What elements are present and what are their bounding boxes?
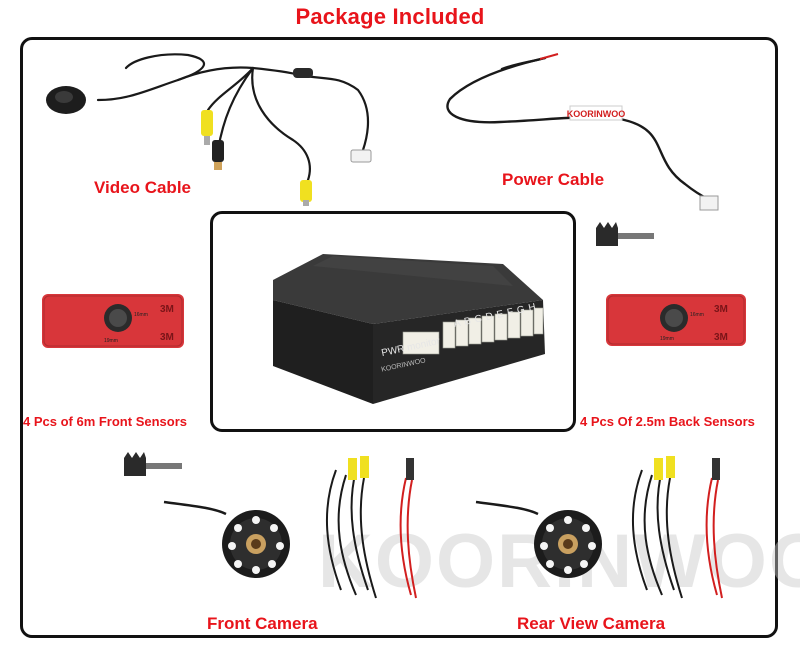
front-camera-label: Front Camera — [207, 614, 318, 633]
rear-camera-image — [475, 500, 602, 578]
video-cable-label: Video Cable — [94, 178, 191, 197]
rear-camera-label: Rear View Camera — [517, 614, 666, 633]
svg-text:16mm: 16mm — [690, 312, 704, 318]
svg-text:3M: 3M — [160, 304, 174, 315]
video-cable-image — [46, 53, 372, 206]
front-sensor-image: 3M 3M 16mm 19mm — [42, 294, 184, 348]
front-camera-cable-image — [325, 456, 417, 599]
power-cable-label: Power Cable — [502, 170, 605, 189]
svg-text:16mm: 16mm — [134, 312, 148, 318]
power-cable-image: KOORINWOO — [446, 53, 719, 211]
control-box-panel: PWR monitor ABCDEFGH KOORINWOO — [210, 211, 576, 432]
svg-text:3M: 3M — [714, 304, 728, 315]
front-camera-image — [163, 500, 290, 578]
page-title: Package Included — [295, 4, 485, 29]
svg-text:19mm: 19mm — [104, 338, 118, 344]
back-sensor-image: 3M 3M 16mm 19mm — [606, 294, 746, 346]
drill-bit-icon — [596, 222, 654, 246]
control-box-image — [273, 254, 545, 404]
back-sensors-label: 4 Pcs Of 2.5m Back Sensors — [580, 414, 755, 429]
svg-text:3M: 3M — [714, 332, 728, 343]
drill-bit-icon — [124, 452, 182, 476]
svg-text:3M: 3M — [160, 332, 174, 343]
rear-camera-cable-image — [631, 456, 723, 599]
front-sensors-label: 4 Pcs of 6m Front Sensors — [23, 414, 187, 429]
package-frame — [20, 37, 778, 638]
svg-text:19mm: 19mm — [660, 336, 674, 342]
channel-label: H — [527, 301, 541, 315]
power-cable-brand-tag: KOORINWOO — [567, 109, 626, 119]
